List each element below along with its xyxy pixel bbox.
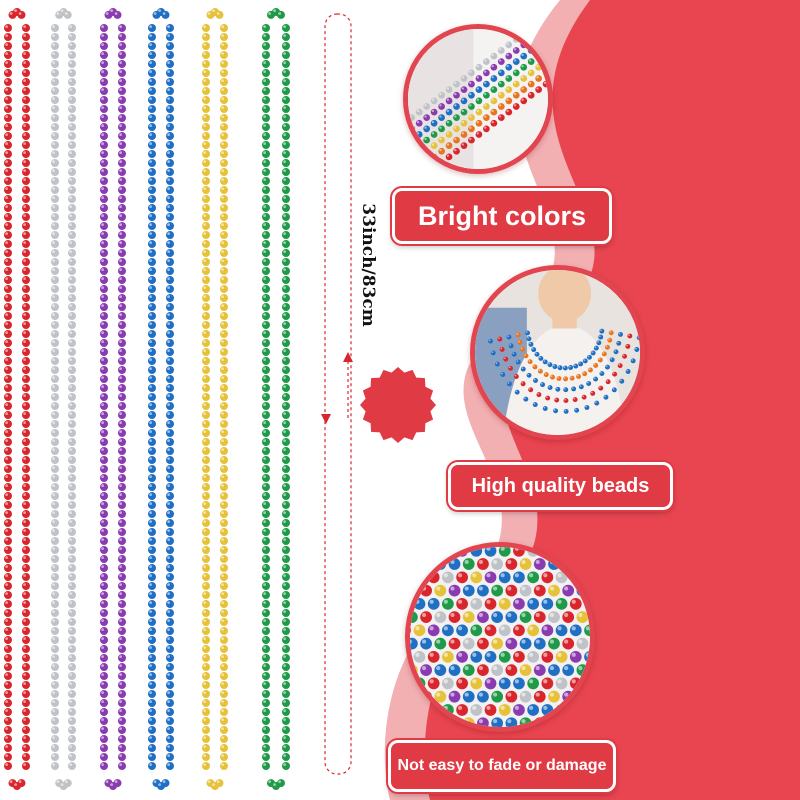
- closeup-bright-colors-photo: [403, 24, 553, 174]
- bead-strand-gold: [202, 8, 228, 790]
- child-wearing-beads-photo: [470, 265, 645, 440]
- scalloped-badge: [360, 367, 436, 443]
- measurement-marker: [321, 13, 353, 775]
- bead-strand-green: [262, 8, 290, 790]
- feature-label-bright-colors: Bright colors: [392, 188, 612, 244]
- bead-pile-closeup-photo: [405, 542, 595, 732]
- bead-strand-purple: [100, 8, 126, 790]
- bead-strand-silver: [51, 8, 76, 790]
- feature-label-durability: Not easy to fade or damage: [388, 740, 616, 792]
- bead-strand-red: [4, 8, 30, 790]
- bead-strand-blue: [148, 8, 174, 790]
- feature-label-high-quality-beads: High quality beads: [448, 462, 673, 510]
